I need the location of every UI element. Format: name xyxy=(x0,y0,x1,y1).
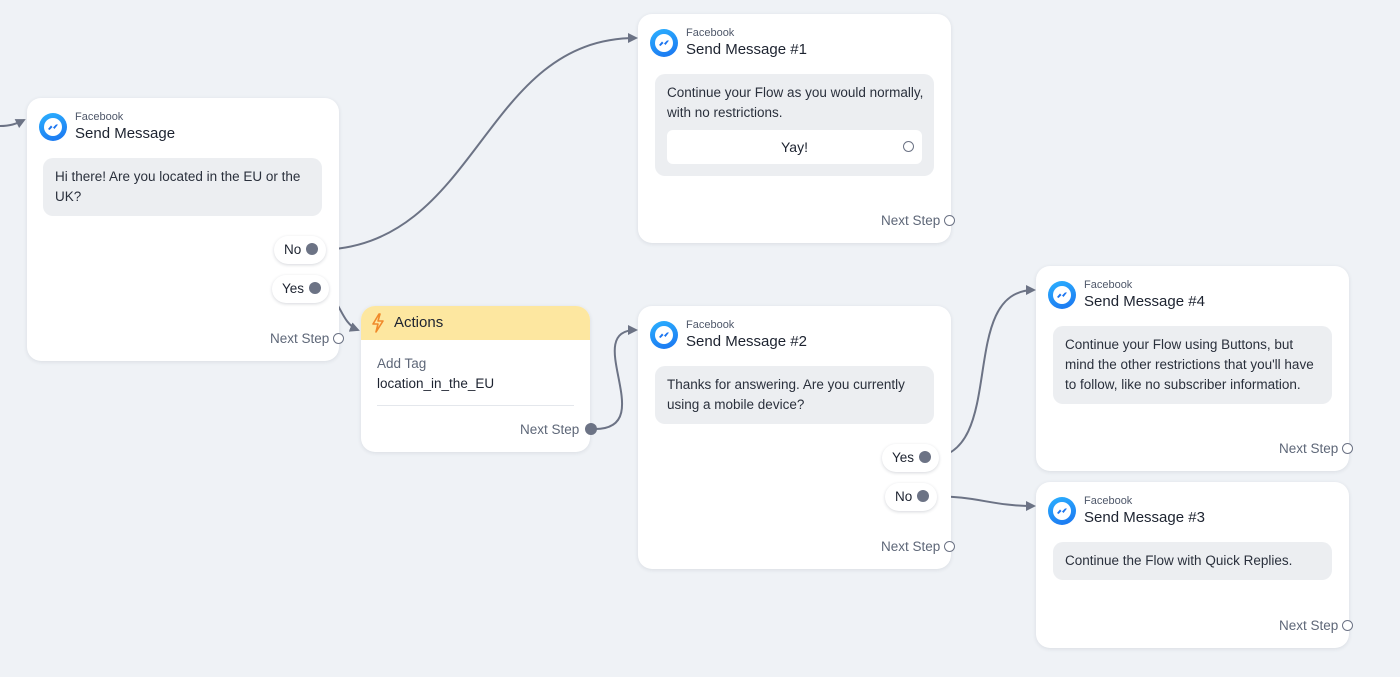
option-label: No xyxy=(895,489,913,505)
message-text: Hi there! Are you located in the EU or t… xyxy=(43,158,322,216)
node-send-message-4[interactable]: Facebook Send Message #4 Continue your F… xyxy=(1036,266,1354,471)
actions-title: Actions xyxy=(394,314,444,331)
yay-button[interactable]: Yay! xyxy=(667,130,922,164)
node-title: Send Message xyxy=(75,125,176,142)
platform-label: Facebook xyxy=(75,111,124,123)
next-step-connector[interactable] xyxy=(944,214,956,226)
message-text: Continue your Flow as you would normally… xyxy=(667,85,924,120)
node-title: Send Message #3 xyxy=(1084,509,1205,526)
button-connector[interactable] xyxy=(903,141,914,152)
platform-label: Facebook xyxy=(686,27,735,39)
platform-label: Facebook xyxy=(1084,279,1133,291)
node-send-message-3[interactable]: Facebook Send Message #3 Continue the Fl… xyxy=(1036,482,1354,648)
next-step-connector[interactable] xyxy=(1342,619,1354,631)
messenger-icon xyxy=(39,113,67,141)
next-step[interactable]: Next Step xyxy=(1279,617,1354,633)
node-send-message-1[interactable]: Facebook Send Message #1 Continue your F… xyxy=(638,14,956,243)
next-step[interactable]: Next Step xyxy=(1279,440,1354,456)
next-step-connector[interactable] xyxy=(944,540,956,552)
lightning-icon xyxy=(371,313,385,337)
option-label: Yes xyxy=(282,281,305,297)
option-no[interactable]: No xyxy=(885,483,938,511)
node-title: Send Message #4 xyxy=(1084,293,1205,310)
next-step[interactable]: Next Step xyxy=(881,538,956,554)
divider xyxy=(377,405,574,406)
node-title: Send Message #2 xyxy=(686,333,807,350)
option-label: No xyxy=(284,242,302,258)
action-value: location_in_the_EU xyxy=(377,376,495,391)
next-step[interactable]: Next Step xyxy=(520,421,598,437)
option-yes[interactable]: Yes xyxy=(882,444,940,472)
wire-no-to-msg1 xyxy=(315,33,638,251)
message-text: Continue the Flow with Quick Replies. xyxy=(1053,542,1332,580)
messenger-icon xyxy=(1048,497,1076,525)
option-yes[interactable]: Yes xyxy=(272,275,330,303)
message-text: Continue your Flow using Buttons, but mi… xyxy=(1053,326,1332,404)
messenger-icon xyxy=(650,321,678,349)
next-step[interactable]: Next Step xyxy=(270,330,345,346)
actions-header: Actions xyxy=(361,306,590,340)
connector-dot[interactable] xyxy=(917,490,930,503)
platform-label: Facebook xyxy=(686,319,735,331)
button-label: Yay! xyxy=(781,139,808,155)
messenger-icon xyxy=(1048,281,1076,309)
message-card: Continue your Flow as you would normally… xyxy=(655,74,934,176)
wire-actions-to-msg2 xyxy=(594,325,638,430)
action-label: Add Tag xyxy=(377,356,427,371)
node-send-message-2[interactable]: Facebook Send Message #2 Thanks for answ… xyxy=(638,306,956,569)
platform-label: Facebook xyxy=(1084,495,1133,507)
next-step-connector[interactable] xyxy=(585,423,598,436)
option-label: Yes xyxy=(892,450,915,466)
wire-incoming xyxy=(0,119,26,129)
node-actions[interactable]: Actions Add Tag location_in_the_EU Next … xyxy=(361,306,598,452)
connector-dot[interactable] xyxy=(919,451,932,464)
node-title: Send Message #1 xyxy=(686,41,807,58)
connector-dot[interactable] xyxy=(309,282,322,295)
message-text: Thanks for answering. Are you currently … xyxy=(655,366,934,424)
next-step-connector[interactable] xyxy=(333,332,345,344)
connector-dot[interactable] xyxy=(306,243,319,256)
next-step[interactable]: Next Step xyxy=(881,212,956,228)
next-step-connector[interactable] xyxy=(1342,442,1354,454)
messenger-icon xyxy=(650,29,678,57)
node-send-message[interactable]: Facebook Send Message Hi there! Are you … xyxy=(27,98,345,361)
option-no[interactable]: No xyxy=(274,236,327,264)
